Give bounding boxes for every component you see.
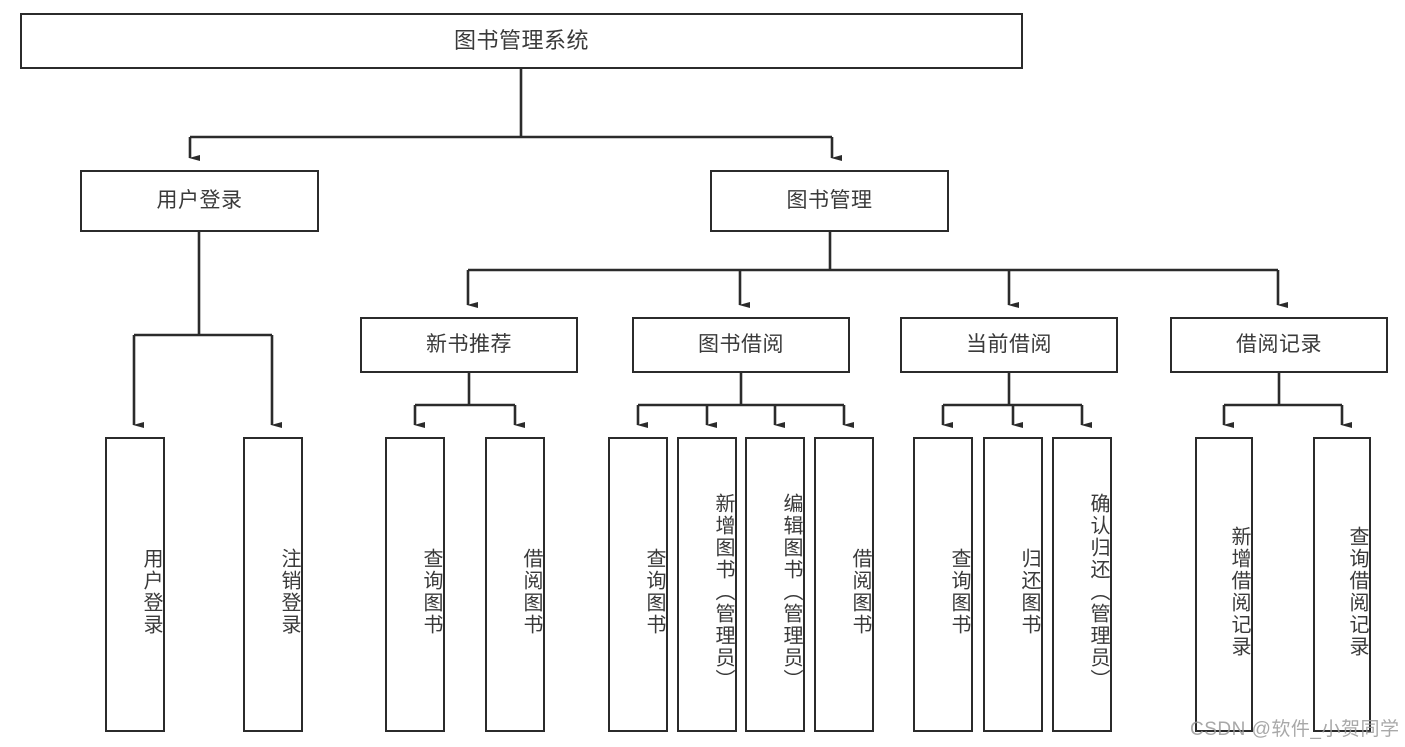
leaf-query-book-current[interactable]: 查询图书 [913,437,973,732]
leaf-return-book[interactable]: 归还图书 [983,437,1043,732]
leaf-query-borrow-record[interactable]: 查询借阅记录 [1313,437,1371,732]
leaf-borrow-book-new[interactable]: 借阅图书 [485,437,545,732]
node-root[interactable]: 图书管理系统 [20,13,1023,69]
node-user-login[interactable]: 用户登录 [80,170,319,232]
leaf-confirm-return-admin[interactable]: 确认归还（管理员） [1052,437,1112,732]
node-book-management[interactable]: 图书管理 [710,170,949,232]
leaf-query-book-borrow[interactable]: 查询图书 [608,437,668,732]
node-new-book-recommend[interactable]: 新书推荐 [360,317,578,373]
node-current-borrow[interactable]: 当前借阅 [900,317,1118,373]
leaf-logout[interactable]: 注销登录 [243,437,303,732]
node-book-borrow[interactable]: 图书借阅 [632,317,850,373]
node-borrow-record[interactable]: 借阅记录 [1170,317,1388,373]
leaf-borrow-book[interactable]: 借阅图书 [814,437,874,732]
leaf-edit-book-admin[interactable]: 编辑图书（管理员） [745,437,805,732]
leaf-user-login[interactable]: 用户登录 [105,437,165,732]
leaf-query-book-new[interactable]: 查询图书 [385,437,445,732]
leaf-add-book-admin[interactable]: 新增图书（管理员） [677,437,737,732]
leaf-add-borrow-record[interactable]: 新增借阅记录 [1195,437,1253,732]
watermark-text: CSDN @软件_小贺同学 [1190,719,1400,740]
